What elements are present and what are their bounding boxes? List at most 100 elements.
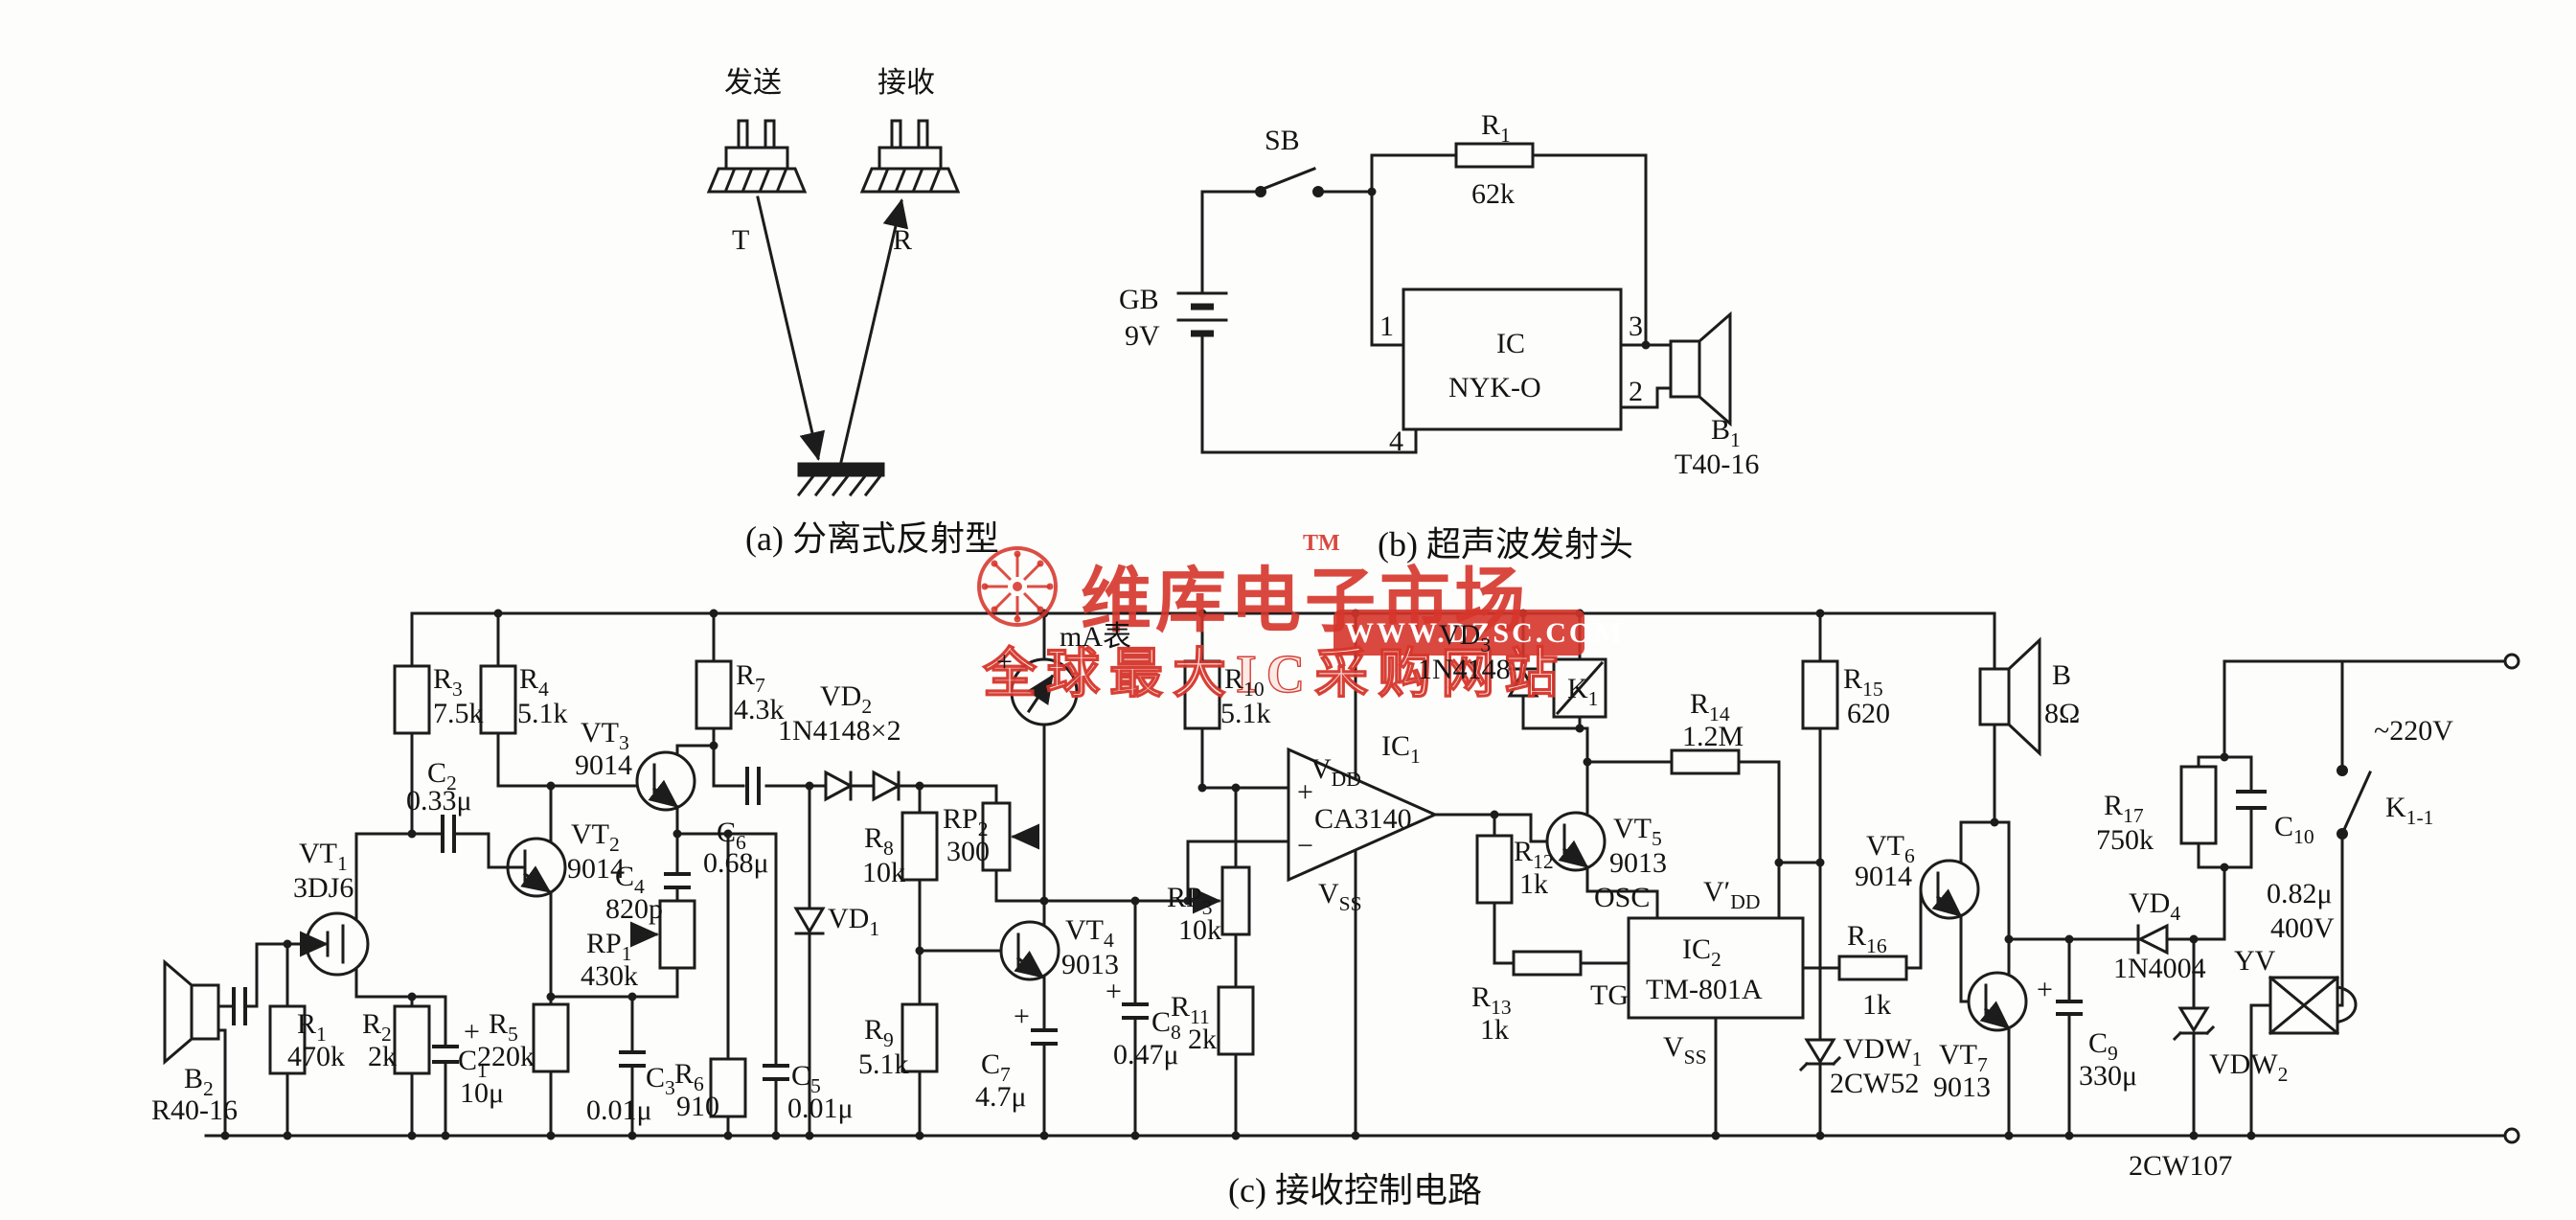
label-10: 10μ [460,1077,504,1109]
label-1: 1 [1379,311,1394,342]
junction-dot [546,992,556,1001]
label-t4016: T40-16 [1675,449,1759,480]
label-vt2: VT2 [571,818,620,856]
diagram-b [1176,142,1732,454]
label-接收: 接收 [878,67,935,99]
label-r3: R3 [433,663,463,701]
resistor-r15 [1801,659,1839,730]
label-2k: 2k [368,1041,397,1072]
resistor-r2 [393,1004,431,1075]
speaker-b1-icon [1669,311,1732,427]
junction-dot [1197,609,1207,618]
junction-dot [672,829,682,839]
label-ma表: mA表 [1060,621,1131,653]
label-c2: C2 [427,757,457,794]
label-vd4: VD4 [2129,887,2180,925]
watermark-url: WWW.DZSC.COM [1345,617,1625,649]
junction-dot [805,1131,814,1140]
label-9013: 9013 [1061,949,1119,980]
diode-vd3 [1507,667,1539,698]
label-3dj6: 3DJ6 [293,872,353,904]
label-vt4: VT4 [1065,914,1114,952]
reflector-surface [796,462,885,497]
label-470k: 470k [287,1041,345,1072]
junction-dot [627,1131,637,1140]
label-220k: 220k [477,1041,535,1072]
label-082: 0.82μ [2267,878,2333,909]
junction-dot [1815,858,1825,867]
label-001: 0.01μ [586,1094,652,1126]
label-tm801a: TM-801A [1646,974,1763,1005]
label-发送: 发送 [724,67,782,99]
capacitor-c6 [745,767,761,805]
junction-dot [709,609,718,618]
label-9v: 9V [1125,320,1160,352]
junction-dot [493,609,503,618]
junction-dot [709,741,718,750]
label-910: 910 [676,1091,719,1122]
junction-dot [220,1131,230,1140]
junction-dot [915,946,924,955]
label-43k: 4.3k [734,694,785,725]
junction-dot [1130,896,1140,906]
ac-terminal-bottom [2503,1127,2520,1144]
junction-dot [2220,752,2229,762]
junction-dot [627,992,637,1001]
opamp-ic1 [1287,747,1439,883]
junction-dot [1711,1131,1721,1140]
junction-dot [2246,1131,2256,1140]
junction-dot [771,1131,781,1140]
resistor-r3 [393,664,431,735]
junction-dot [2189,1131,2199,1140]
caption-c: (c) 接收控制电路 [1228,1171,1482,1209]
potentiometer-rp1 [630,899,696,970]
label-1n4004: 1N4004 [2113,953,2206,984]
label-r7: R7 [736,659,765,697]
label-430k: 430k [581,960,638,992]
potentiometer-rp3 [1193,865,1251,936]
label-330: 330μ [2079,1060,2137,1092]
label-12m: 1.2M [1682,721,1744,752]
label-047: 0.47μ [1113,1039,1179,1070]
label-c3: C3 [646,1062,675,1099]
junction-dot [407,1131,417,1140]
junction-dot [1039,1131,1049,1140]
resistor-r4 [479,664,517,735]
junction-dot [915,1131,924,1140]
label-1k: 1k [1862,989,1891,1021]
diode-vd1 [793,907,826,935]
battery-gb [1176,291,1228,337]
transistor-vt3 [635,750,696,812]
label-vt5: VT5 [1613,813,1662,850]
diode-vd4 [2136,923,2169,955]
junction-dot [283,1131,292,1140]
capacitor-c1 [432,1045,459,1064]
label-620: 620 [1847,698,1890,729]
label-gb: GB [1119,284,1159,315]
label-1n4148: 1N4148 [1418,654,1511,685]
junction-dot [915,781,924,791]
label-220v: ~220V [2374,715,2453,747]
dzsc-logo-icon [977,546,1058,627]
sound-path-up-arrow [839,198,909,464]
junction-dot [1367,187,1377,196]
valve-yv-icon [2268,975,2358,1036]
junction-dot [1990,817,1999,827]
label-vd1: VD1 [828,903,879,940]
capacitor-c8 [1122,1002,1149,1020]
transistor-vt4 [999,920,1060,981]
label-sb: SB [1265,125,1300,156]
label-t: T [732,224,749,256]
label-9014: 9014 [1855,861,1912,892]
resistor-r11 [1217,985,1255,1056]
caption-a: (a) 分离式反射型 [745,519,999,558]
watermark-url-box [1334,610,1584,656]
zener-vdw2 [2172,1006,2216,1042]
label-nyko: NYK-O [1448,372,1541,403]
resistor-r16 [1837,955,1908,981]
transducer-receive-icon [859,119,961,194]
label-vdw2: VDW2 [2209,1048,2288,1086]
label-75k: 7.5k [433,698,484,729]
